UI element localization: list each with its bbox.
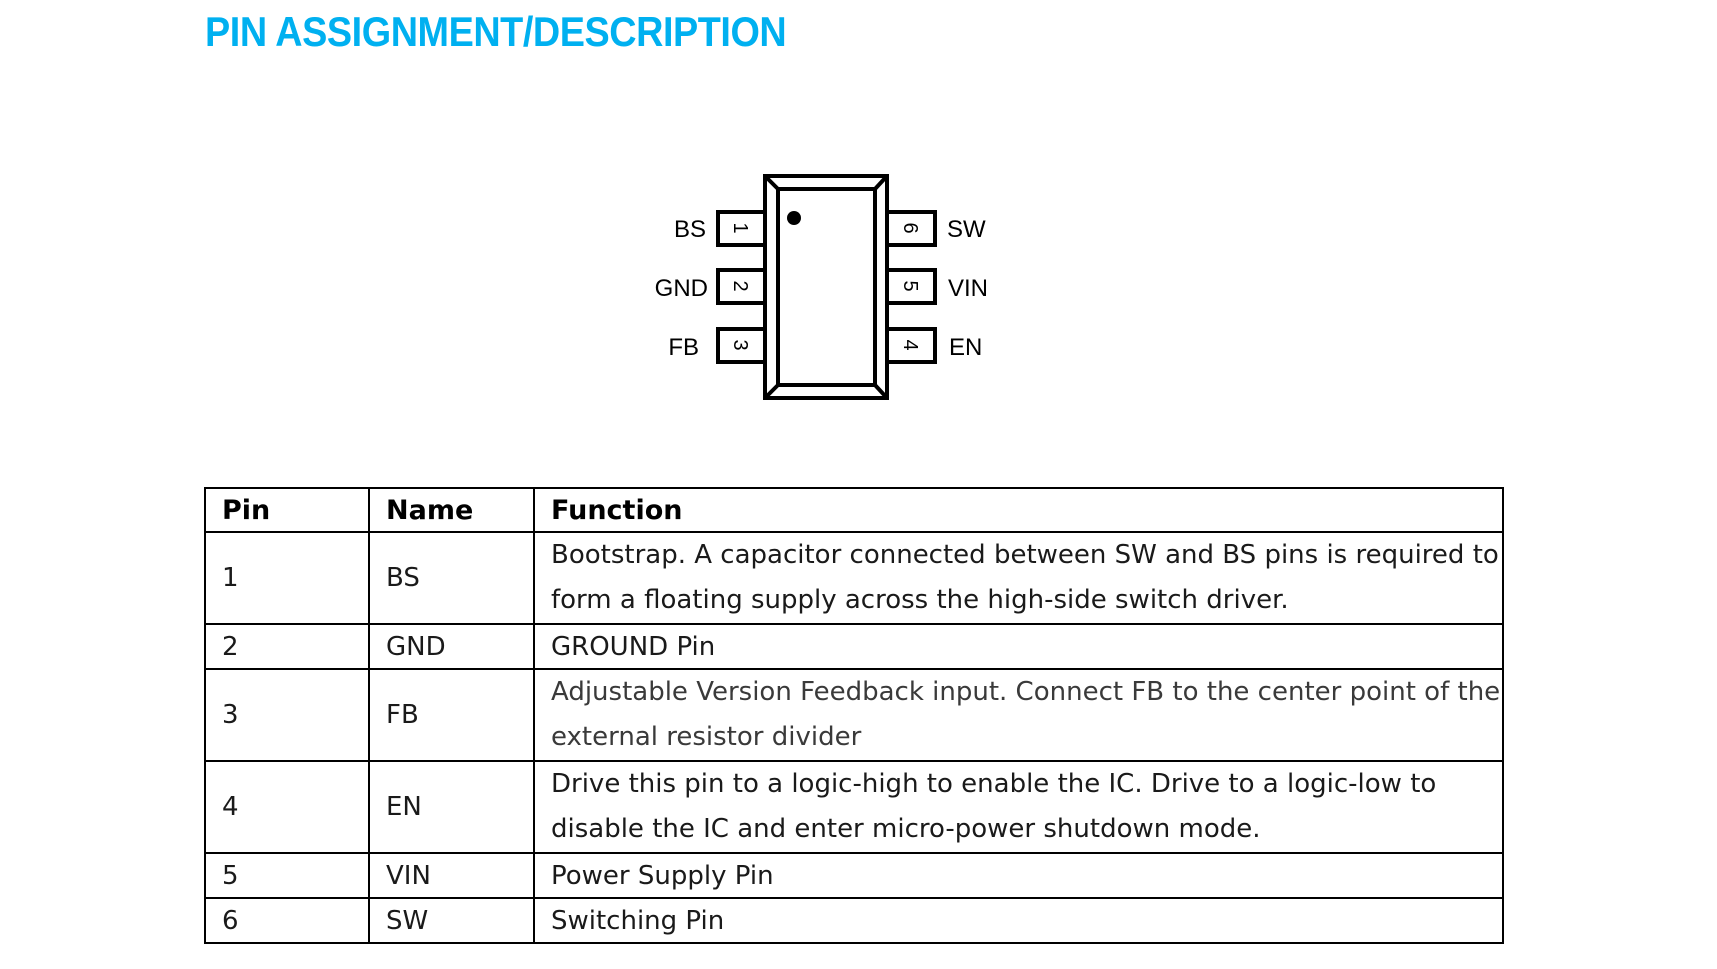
ic-body-inner: [776, 187, 877, 387]
cell-function: Bootstrap. A capacitor connected between…: [533, 531, 1504, 625]
section-title: PIN ASSIGNMENT/DESCRIPTION: [205, 8, 787, 55]
table-row: 6 SW Switching Pin: [204, 897, 1504, 944]
pin-number-3: 3: [729, 339, 751, 350]
pin-label-fb: FB: [668, 334, 699, 361]
cell-function: Adjustable Version Feedback input. Conne…: [533, 668, 1504, 762]
pin-label-sw: SW: [947, 216, 986, 243]
cell-pin: 6: [204, 897, 370, 944]
ic-bevel: [873, 174, 889, 191]
table-row: 5 VIN Power Supply Pin: [204, 852, 1504, 899]
table-row: 3 FB Adjustable Version Feedback input. …: [204, 668, 1504, 762]
pin-number-1: 1: [729, 222, 751, 233]
pin-number-2: 2: [729, 280, 751, 291]
cell-name: GND: [368, 623, 535, 670]
pin1-marker-dot: [787, 211, 801, 225]
pin-pad-5: [885, 268, 937, 305]
cell-name: SW: [368, 897, 535, 944]
table-header-row: Pin Name Function: [204, 487, 1504, 533]
pin-pad-1: [716, 210, 767, 247]
table-row: 4 EN Drive this pin to a logic-high to e…: [204, 760, 1504, 854]
ic-package: [763, 174, 889, 400]
ic-body-outer: [763, 174, 889, 400]
cell-function: Switching Pin: [533, 897, 1504, 944]
pin-pad-2: [716, 268, 767, 305]
cell-function: GROUND Pin: [533, 623, 1504, 670]
header-function: Function: [533, 487, 1504, 533]
pin-label-gnd: GND: [655, 275, 708, 302]
table-row: 1 BS Bootstrap. A capacitor connected be…: [204, 531, 1504, 625]
ic-bevel: [763, 383, 780, 400]
cell-function: Power Supply Pin: [533, 852, 1504, 899]
pin-label-vin: VIN: [948, 275, 988, 302]
table-row: 2 GND GROUND Pin: [204, 623, 1504, 670]
cell-pin: 2: [204, 623, 370, 670]
cell-pin: 5: [204, 852, 370, 899]
pin-label-bs: BS: [674, 216, 706, 243]
pin-number-6: 6: [899, 222, 921, 233]
cell-pin: 4: [204, 760, 370, 854]
cell-name: FB: [368, 668, 535, 762]
pin-label-en: EN: [949, 334, 982, 361]
pin-number-5: 5: [899, 280, 921, 291]
header-name: Name: [368, 487, 535, 533]
pin-pad-3: [716, 327, 767, 364]
header-pin: Pin: [204, 487, 370, 533]
cell-function: Drive this pin to a logic-high to enable…: [533, 760, 1504, 854]
pin-pad-6: [885, 210, 937, 247]
cell-pin: 3: [204, 668, 370, 762]
ic-bevel: [873, 383, 889, 400]
pin-pad-4: [885, 327, 937, 364]
pin-description-table: Pin Name Function 1 BS Bootstrap. A capa…: [204, 487, 1504, 944]
pin-number-4: 4: [899, 339, 921, 350]
cell-name: EN: [368, 760, 535, 854]
pin-diagram: 1 2 3 6 5 4 BS GND FB SW VIN EN: [655, 174, 988, 400]
cell-pin: 1: [204, 531, 370, 625]
cell-name: VIN: [368, 852, 535, 899]
cell-name: BS: [368, 531, 535, 625]
ic-bevel: [763, 174, 780, 191]
